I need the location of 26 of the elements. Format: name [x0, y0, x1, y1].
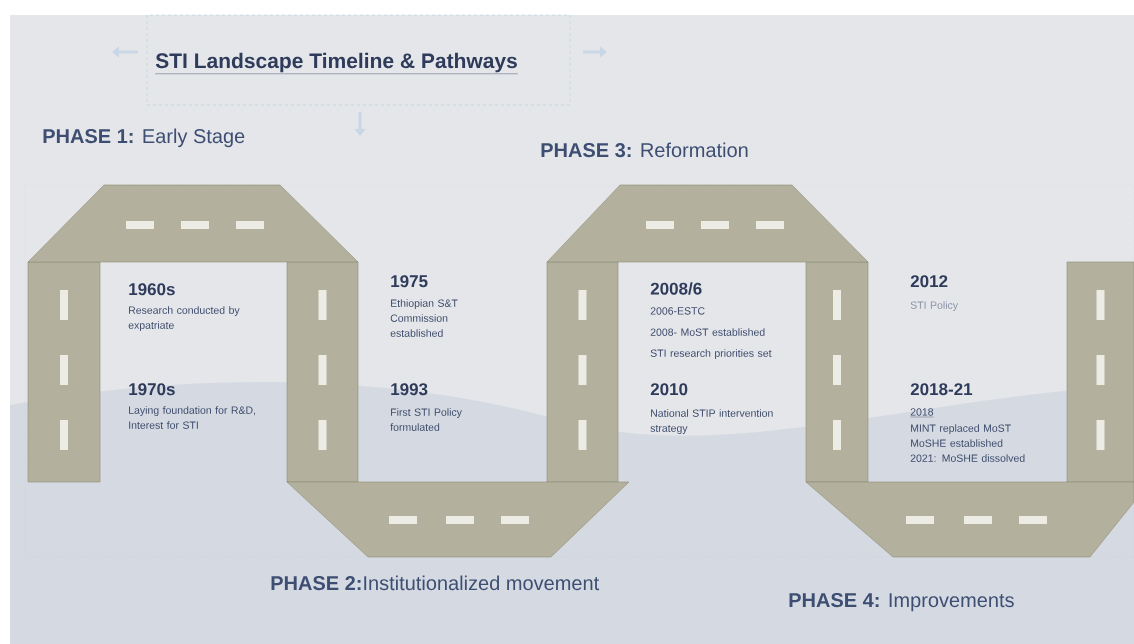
title: STI Landscape Timeline & Pathways	[155, 52, 518, 74]
phase-heading: PHASE 4: Improvements	[789, 593, 1014, 612]
year-heading: 2010	[650, 383, 688, 396]
event-text: STI Policy	[910, 301, 958, 311]
year-heading: 1960s	[129, 283, 175, 296]
event-text: National STIP intervention strategy	[650, 409, 773, 434]
event-text: First STI Policy formulated	[390, 408, 462, 431]
year-heading: 1993	[391, 383, 428, 396]
year-heading: 1970s	[129, 383, 175, 396]
event-text: Ethiopian S&T Commission established	[390, 299, 458, 337]
phase-heading: PHASE 2:Institutionalized movement	[271, 575, 600, 591]
event-text: Research conducted by expatriate	[128, 306, 240, 331]
event-text: 2018	[910, 408, 934, 418]
event-text: MoSHE established	[911, 439, 1003, 447]
phase-heading: PHASE 1: Early Stage	[43, 128, 245, 148]
year-heading: 1975	[391, 275, 428, 288]
year-heading: 2018-21	[910, 383, 973, 396]
event-text: MINT replaced MoST	[911, 424, 1011, 434]
phase-heading: PHASE 3: Reformation	[541, 142, 748, 158]
year-heading: 2008/6	[650, 282, 702, 295]
event-text: 2006-ESTC	[650, 307, 705, 315]
event-text: STI research priorities set	[650, 349, 772, 359]
event-text: 2021: MoSHE dissolved	[910, 454, 1025, 462]
event-text: Laying foundation for R&D, Interest for STI	[129, 406, 256, 429]
year-heading: 2012	[910, 275, 948, 288]
event-text: 2008- MoST established	[650, 328, 765, 336]
